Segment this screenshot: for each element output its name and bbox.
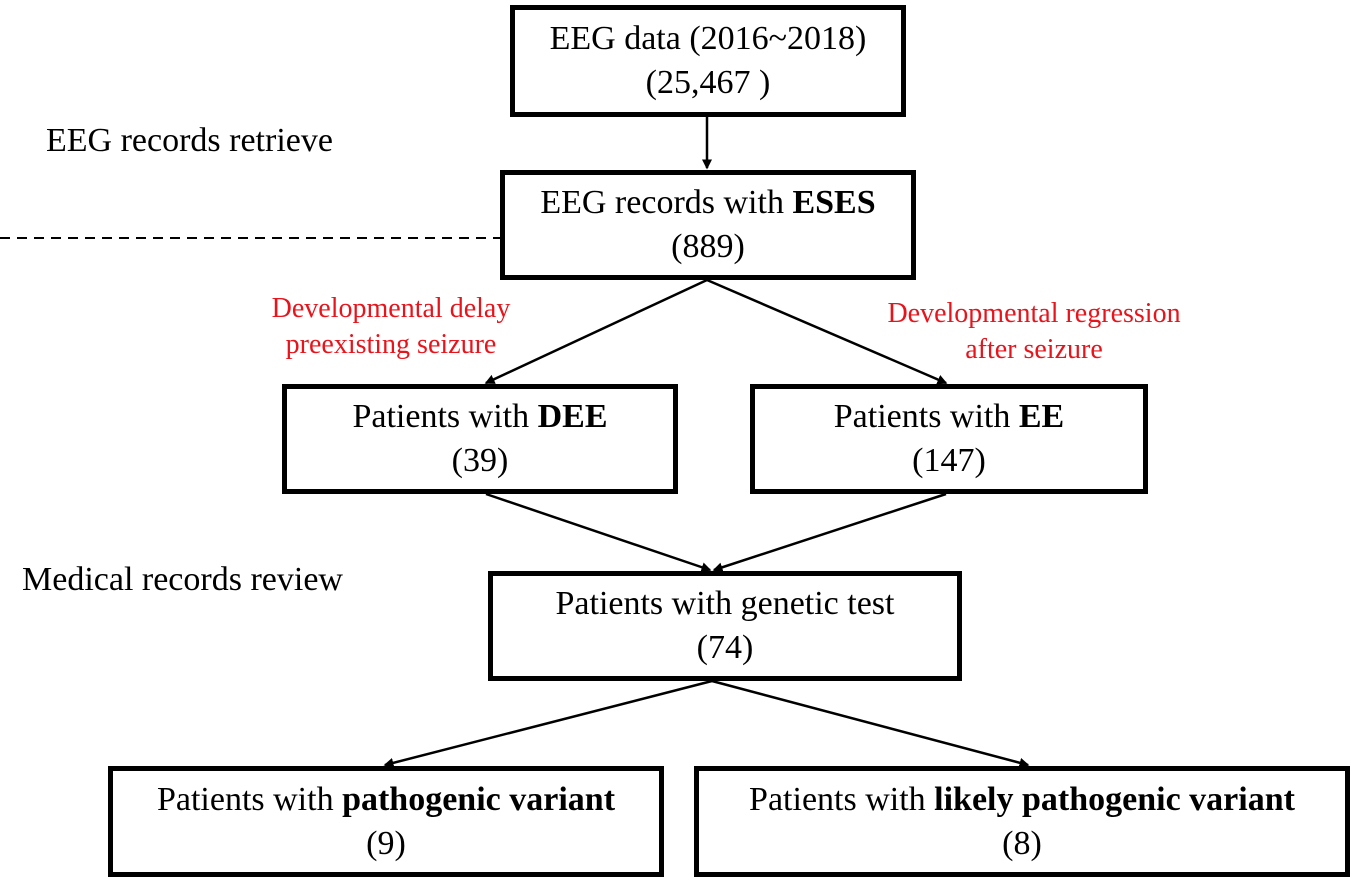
pathogenic-label-bold: pathogenic variant: [342, 780, 616, 818]
condition-left-line1: Developmental delay: [271, 293, 511, 324]
arrow-ee-to-genetic: [712, 492, 947, 573]
ee-label-prefix: Patients with: [833, 398, 1019, 436]
eses-label-prefix: EEG records with: [540, 184, 793, 222]
eeg-data-count: (25,467 ): [645, 64, 771, 101]
eeg-data-box: EEG data (2016~2018) (25,467 ): [510, 5, 906, 117]
pathogenic-box: Patients with pathogenic variant (9): [108, 766, 664, 877]
pathogenic-label: Patients with pathogenic variant: [157, 778, 615, 822]
likely-pathogenic-count: (8): [1002, 824, 1042, 862]
arrow-genetic-to-pathogenic: [383, 679, 713, 768]
arrow-genetic-to-likely: [711, 679, 1030, 768]
condition-right-line1: Developmental regression: [887, 298, 1181, 329]
genetic-test-label: Patients with genetic test: [555, 585, 895, 623]
arrow-dee-to-genetic: [485, 492, 712, 573]
eses-label-bold: ESES: [792, 184, 876, 222]
ee-count: (147): [912, 442, 986, 479]
dee-box: Patients with DEE (39): [282, 384, 678, 494]
pathogenic-count: (9): [366, 824, 406, 862]
condition-left: Developmental delay preexisting seizure: [258, 291, 524, 364]
condition-left-line2: preexisting seizure: [285, 329, 497, 361]
eses-count: (889): [671, 228, 745, 265]
eeg-data-label: EEG data (2016~2018): [549, 20, 867, 58]
eses-label: EEG records with ESES: [540, 181, 875, 225]
ee-label-bold: EE: [1018, 398, 1065, 436]
likely-pathogenic-label-prefix: Patients with: [749, 780, 935, 818]
arrow-eses-to-dee: [484, 278, 708, 385]
dee-count: (39): [451, 442, 509, 479]
likely-pathogenic-label: Patients with likely pathogenic variant: [749, 778, 1295, 822]
condition-right: Developmental regression after seizure: [868, 296, 1200, 369]
dee-label: Patients with DEE: [352, 395, 607, 439]
dee-label-prefix: Patients with: [352, 398, 538, 436]
ee-box: Patients with EE (147): [750, 384, 1148, 494]
condition-right-line2: after seizure: [965, 334, 1103, 366]
eses-box: EEG records with ESES (889): [500, 170, 916, 280]
phase-label-review: Medical records review: [22, 561, 343, 598]
genetic-test-box: Patients with genetic test (74): [488, 571, 962, 681]
dee-label-bold: DEE: [537, 398, 608, 436]
likely-pathogenic-label-bold: likely pathogenic variant: [934, 780, 1295, 818]
phase-label-retrieve: EEG records retrieve: [46, 122, 333, 159]
genetic-test-count: (74): [696, 629, 754, 666]
pathogenic-label-prefix: Patients with: [156, 780, 343, 818]
ee-label: Patients with EE: [834, 395, 1064, 439]
arrow-eses-to-ee: [706, 278, 948, 385]
likely-pathogenic-box: Patients with likely pathogenic variant …: [694, 766, 1350, 877]
